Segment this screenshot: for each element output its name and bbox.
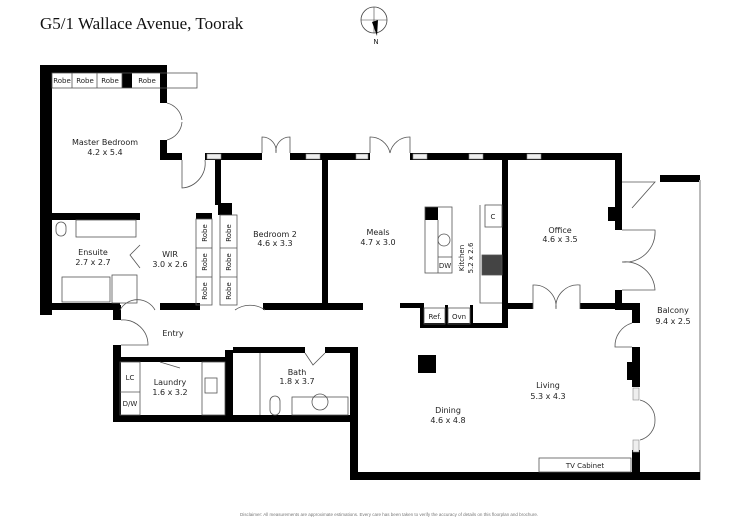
page-title: G5/1 Wallace Avenue, Toorak bbox=[40, 14, 244, 33]
robe-label: Robe bbox=[53, 77, 71, 85]
north-arrow-icon: N bbox=[360, 6, 388, 46]
robe-label: Robe bbox=[138, 77, 156, 85]
robe-label: Robe bbox=[76, 77, 94, 85]
fridge-label: Ref. bbox=[428, 313, 441, 321]
wir-name: WIR bbox=[162, 250, 178, 259]
linen-cupboard-label: LC bbox=[126, 374, 135, 382]
bedroom2-name: Bedroom 2 bbox=[253, 230, 297, 239]
walls bbox=[40, 65, 701, 480]
office-name: Office bbox=[548, 226, 571, 235]
bath-size: 1.8 x 3.7 bbox=[279, 377, 314, 386]
meals-name: Meals bbox=[366, 228, 389, 237]
dining-name: Dining bbox=[435, 406, 461, 415]
cupboard-label: C bbox=[491, 213, 496, 221]
robe-label: Robe bbox=[201, 282, 209, 300]
robe-label: Robe bbox=[225, 282, 233, 300]
doors bbox=[119, 102, 656, 441]
kitchen-size: 5.2 x 2.6 bbox=[467, 242, 475, 273]
fixtures bbox=[51, 72, 632, 473]
dining-size: 4.6 x 4.8 bbox=[430, 416, 465, 425]
robe-label: Robe bbox=[225, 253, 233, 271]
robe-label: Robe bbox=[225, 224, 233, 242]
disclaimer: Disclaimer: All measurements are approxi… bbox=[240, 512, 539, 517]
ensuite-size: 2.7 x 2.7 bbox=[75, 258, 110, 267]
room-labels: Master Bedroom 4.2 x 5.4 Ensuite 2.7 x 2… bbox=[72, 138, 691, 425]
balcony-name: Balcony bbox=[657, 306, 689, 315]
living-size: 5.3 x 4.3 bbox=[530, 392, 565, 401]
meals-size: 4.7 x 3.0 bbox=[360, 238, 395, 247]
master-bedroom-size: 4.2 x 5.4 bbox=[87, 148, 122, 157]
bedroom2-size: 4.6 x 3.3 bbox=[257, 239, 292, 248]
ensuite-name: Ensuite bbox=[78, 248, 108, 257]
living-name: Living bbox=[536, 381, 560, 390]
dryer-washer-label: D/W bbox=[123, 400, 138, 408]
laundry-size: 1.6 x 3.2 bbox=[152, 388, 187, 397]
master-bedroom-name: Master Bedroom bbox=[72, 138, 138, 147]
oven-label: Ovn bbox=[452, 313, 466, 321]
fixture-labels: Robe Robe Robe Robe Robe Robe Robe Robe … bbox=[53, 77, 604, 470]
windows bbox=[206, 153, 640, 453]
tv-cabinet-label: TV Cabinet bbox=[565, 462, 605, 470]
laundry-name: Laundry bbox=[154, 378, 187, 387]
robe-label: Robe bbox=[101, 77, 119, 85]
robe-label: Robe bbox=[201, 224, 209, 242]
entry-name: Entry bbox=[162, 329, 184, 338]
wir-size: 3.0 x 2.6 bbox=[152, 260, 187, 269]
office-size: 4.6 x 3.5 bbox=[542, 235, 577, 244]
bath-name: Bath bbox=[288, 368, 307, 377]
compass-label: N bbox=[373, 38, 378, 46]
kitchen-name: Kitchen bbox=[458, 245, 466, 271]
dishwasher-label: DW bbox=[439, 262, 451, 270]
robe-label: Robe bbox=[201, 253, 209, 271]
balcony-size: 9.4 x 2.5 bbox=[655, 317, 690, 326]
